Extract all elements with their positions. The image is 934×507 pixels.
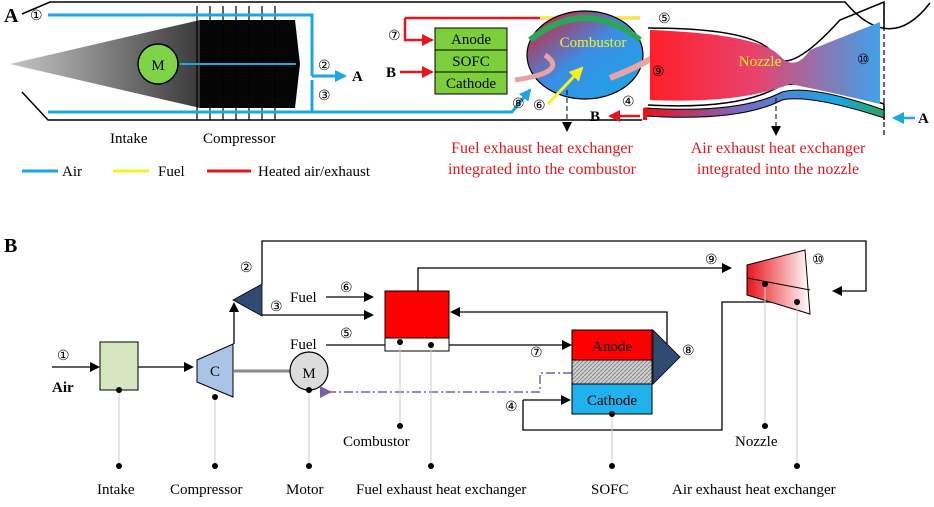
- station-4-b: ④: [505, 400, 518, 415]
- air-hx-duct: [644, 89, 885, 119]
- panel-a-label: A: [4, 5, 19, 27]
- anode-feed-arrow: [403, 18, 434, 46]
- station-8-b: ⑧: [682, 344, 695, 359]
- compressor-caption-b: Compressor: [170, 482, 243, 498]
- air-path-6: [312, 88, 532, 114]
- station-7-a: ⑦: [388, 29, 401, 44]
- fuel-label-5: Fuel: [290, 337, 317, 353]
- sofc-exhaust-8: [540, 311, 668, 344]
- port-b-outlet: B: [590, 109, 600, 125]
- nozzle-caption-b: Nozzle: [735, 434, 778, 450]
- combustor-caption-b: Combustor: [343, 434, 410, 450]
- station-7-b: ⑦: [530, 346, 543, 361]
- station-2-b: ②: [240, 261, 253, 276]
- fuel-line-6: [546, 66, 584, 106]
- nozzle-label-a: Nozzle: [739, 54, 782, 70]
- fuel-hx-b: [384, 337, 450, 352]
- bypass-loop-2: [261, 240, 867, 296]
- station-5-a: ⑤: [658, 12, 671, 27]
- cathode-exhaust-pipe: [514, 52, 556, 83]
- nozzle-b: [746, 249, 811, 315]
- air-hx-return-4: [522, 301, 774, 431]
- fuel-hx-caption-b: Fuel exhaust heat exchanger: [356, 482, 526, 498]
- panel-b-label: B: [4, 235, 17, 257]
- intake-caption-b: Intake: [97, 482, 135, 498]
- casing-top: [21, 1, 931, 30]
- compressor-b: [196, 343, 234, 398]
- port-a-inlet: A: [918, 111, 929, 127]
- motor-circle-a: [137, 43, 179, 85]
- air-label-b: Air: [52, 380, 74, 396]
- leader-lines: [118, 284, 798, 466]
- fuel-hx-caption-line2: integrated into the combustor: [448, 161, 637, 178]
- cathode-label-b: Cathode: [587, 393, 637, 409]
- combustor-hx-band: [528, 15, 642, 43]
- anode-label-a: Anode: [451, 32, 491, 48]
- legend-fuel-label: Fuel: [158, 164, 185, 180]
- combustor-to-nozzle-9: [417, 263, 732, 291]
- legend-air-label: Air: [62, 164, 82, 180]
- sofc-label-a: SOFC: [452, 54, 490, 70]
- station-6-a: ⑥: [533, 99, 546, 114]
- station-4-a: ④: [622, 95, 635, 110]
- nozzle-plume: [650, 22, 880, 104]
- station-1-b: ①: [57, 349, 70, 364]
- cathode-label-a: Cathode: [446, 76, 496, 92]
- anode-label-b: Anode: [592, 339, 632, 355]
- motor-symbol-a: M: [151, 58, 164, 74]
- intake-cone: [10, 20, 200, 108]
- fuel-hx-caption-line1: Fuel exhaust heat exchanger: [451, 140, 633, 157]
- air-path-1: [48, 13, 314, 76]
- station-10-a: ⑩: [857, 53, 870, 68]
- legend: Air Fuel Heated air/exhaust: [22, 164, 371, 180]
- station-10-b: ⑩: [812, 253, 825, 268]
- station-5-b: ⑤: [340, 327, 353, 342]
- panel-b: B ① Air C M ② ③ Fuel ⑥ Fuel ⑤: [4, 235, 867, 498]
- cathode-block-b: [571, 383, 653, 415]
- legend-heated-label: Heated air/exhaust: [258, 164, 371, 180]
- air-hx-caption-line2: integrated into the nozzle: [697, 161, 859, 178]
- casing-bottom: [21, 91, 642, 121]
- compressor-symbol-b: C: [210, 364, 220, 380]
- intake-block-b: [99, 341, 139, 391]
- station-1-a: ①: [30, 9, 43, 24]
- station-8-a: ⑧: [512, 97, 525, 112]
- combustor-label-a: Combustor: [560, 35, 627, 51]
- electrolyte-block-b: [571, 359, 653, 385]
- anode-block-b: [571, 329, 653, 361]
- panel-a: A M ① ② A ③: [4, 0, 931, 180]
- combustor-a: [526, 10, 644, 100]
- intake-label-a: Intake: [110, 131, 148, 147]
- station-6-b: ⑥: [340, 281, 353, 296]
- station-3-b: ③: [270, 300, 283, 315]
- power-signal-line: [320, 372, 572, 398]
- fuel-label-6: Fuel: [290, 290, 317, 306]
- air-hx-caption-line1: Air exhaust heat exchanger: [691, 140, 866, 157]
- motor-caption-b: Motor: [286, 482, 324, 498]
- splitter-triangle-b: [232, 283, 263, 317]
- sofc-caption-b: SOFC: [591, 482, 629, 498]
- air-hx-caption-b: Air exhaust heat exchanger: [672, 482, 836, 498]
- station-3-a: ③: [318, 89, 331, 104]
- port-b-inlet: B: [386, 65, 396, 81]
- leader-dots: [116, 281, 800, 469]
- compressor-label-a: Compressor: [203, 131, 276, 147]
- nozzle-divider: [746, 277, 811, 291]
- combustor-b: [384, 290, 450, 339]
- cathode-block-a: [434, 71, 508, 95]
- station-2-a: ②: [318, 59, 331, 74]
- station-9-b: ⑨: [705, 253, 718, 268]
- port-a-outlet: A: [352, 69, 363, 85]
- combustor-exhaust-arrow: [608, 55, 654, 81]
- station-9-a: ⑨: [652, 65, 665, 80]
- motor-symbol-b: M: [302, 366, 315, 382]
